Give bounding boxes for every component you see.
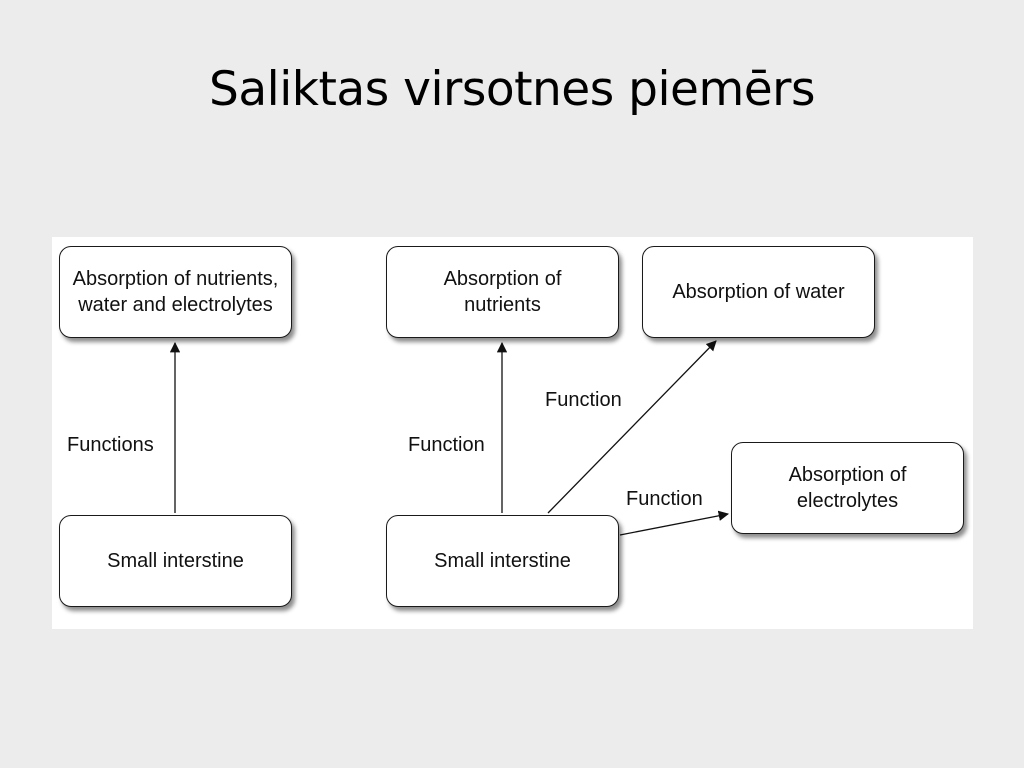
slide-title: Saliktas virsotnes piemērs xyxy=(209,62,815,117)
node-absorption-composite: Absorption of nutrients, water and elect… xyxy=(59,246,292,338)
edge-right-electrolytes xyxy=(619,510,730,536)
diagram-edges xyxy=(169,340,730,536)
edge-label-function-water: Function xyxy=(545,389,622,412)
node-small-interstine-right: Small interstine xyxy=(386,515,619,607)
node-small-interstine-left-label: Small interstine xyxy=(107,550,244,572)
node-small-interstine-right-label: Small interstine xyxy=(434,550,571,572)
node-absorption-nutrients: Absorption of nutrients xyxy=(386,246,619,338)
node-absorption-electrolytes-label: Absorption of electrolytes xyxy=(788,464,907,512)
node-absorption-water: Absorption of water xyxy=(642,246,875,338)
node-absorption-composite-label: Absorption of nutrients, water and elect… xyxy=(72,268,279,316)
node-absorption-water-label: Absorption of water xyxy=(672,281,845,303)
node-absorption-electrolytes: Absorption of electrolytes xyxy=(731,442,964,534)
edge-label-function-electrolytes: Function xyxy=(626,488,703,510)
edge-label-function-nutrients: Function xyxy=(408,434,485,457)
diagram-image: Absorption of nutrients, water and elect… xyxy=(52,237,973,629)
node-absorption-nutrients-label: Absorption of nutrients xyxy=(443,268,562,316)
node-small-interstine-left: Small interstine xyxy=(59,515,292,607)
edge-label-functions: Functions xyxy=(67,434,154,457)
edge-right-water xyxy=(547,340,717,514)
